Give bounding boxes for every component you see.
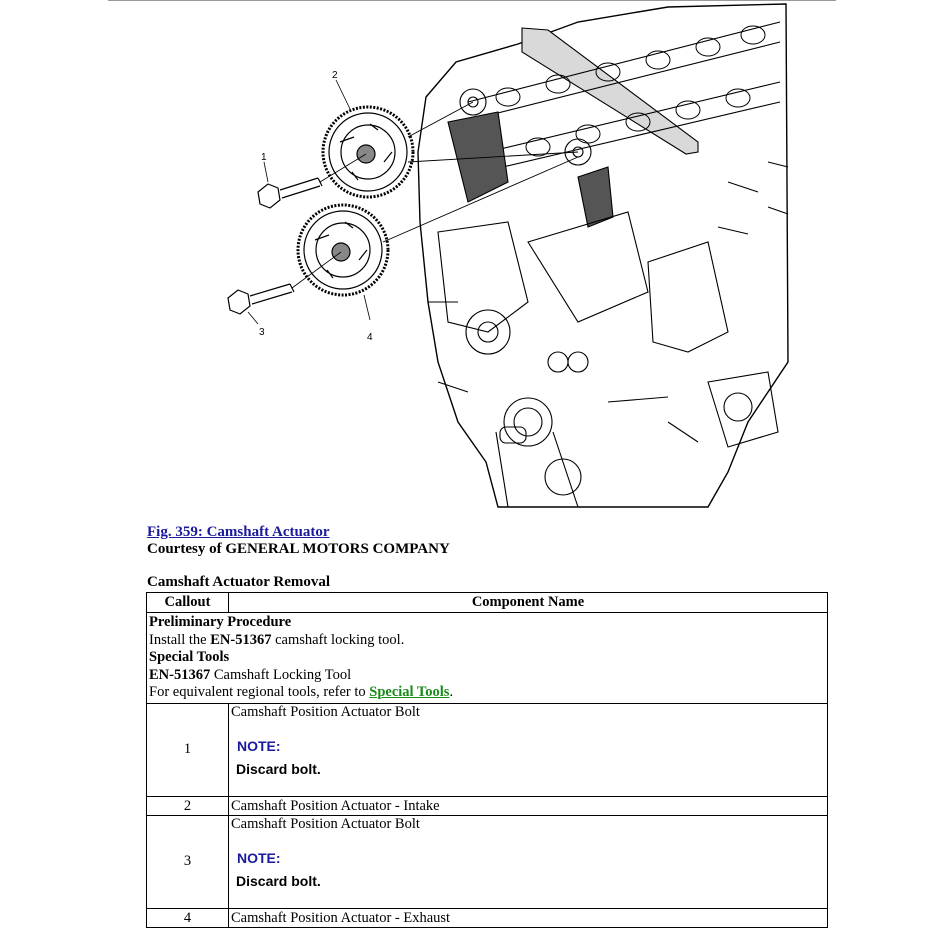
tool-code: EN-51367 — [149, 666, 211, 683]
note-text: Discard bolt. — [236, 760, 321, 777]
install-prefix: Install the — [149, 631, 211, 648]
callout-cell: 1 — [146, 702, 229, 797]
camshaft-actuator-illustration: 2 1 3 4 — [227, 3, 789, 508]
figure-caption-link[interactable]: Fig. 359: Camshaft Actuator — [147, 524, 330, 540]
callout-label-2: 2 — [332, 70, 338, 81]
figure-caption: Fig. 359: Camshaft Actuator — [147, 524, 329, 541]
equiv-prefix: For equivalent regional tools, refer to — [149, 684, 370, 700]
tool-name: Camshaft Locking Tool — [210, 666, 352, 683]
page-top-rule — [108, 0, 836, 1]
callout-cell: 4 — [146, 907, 229, 928]
equivalent-tools-line: For equivalent regional tools, refer to … — [149, 684, 825, 702]
callout-label-1: 1 — [261, 152, 267, 163]
table-row: 3 Camshaft Position Actuator Bolt NOTE: … — [146, 814, 828, 909]
figure-courtesy: Courtesy of GENERAL MOTORS COMPANY — [147, 541, 450, 557]
preliminary-row: Preliminary Procedure Install the EN-513… — [146, 612, 828, 704]
tool-line: EN-51367 Camshaft Locking Tool — [149, 667, 825, 685]
note-label: NOTE: — [237, 849, 281, 866]
procedure-table: Callout Component Name Preliminary Proce… — [146, 592, 828, 928]
table-row: 1 Camshaft Position Actuator Bolt NOTE: … — [146, 702, 828, 797]
special-tools-link[interactable]: Special Tools — [369, 684, 450, 700]
component-name: Camshaft Position Actuator Bolt — [231, 815, 420, 832]
preliminary-cell: Preliminary Procedure Install the EN-513… — [146, 612, 828, 704]
section-title: Camshaft Actuator Removal — [147, 574, 331, 590]
component-name: Camshaft Position Actuator Bolt — [231, 703, 420, 720]
install-tool: EN-51367 — [210, 631, 272, 648]
note-text: Discard bolt. — [236, 872, 321, 889]
callout-label-3: 3 — [259, 327, 265, 338]
header-callout: Callout — [146, 592, 229, 613]
component-name: Camshaft Position Actuator - Intake — [228, 795, 828, 816]
callout-cell: 2 — [146, 795, 229, 816]
equiv-suffix: . — [449, 684, 454, 700]
preliminary-heading: Preliminary Procedure — [149, 614, 292, 630]
special-tools-heading: Special Tools — [149, 649, 230, 665]
callout-cell: 3 — [146, 814, 229, 909]
callout-label-4: 4 — [367, 332, 373, 343]
table-row: 2 Camshaft Position Actuator - Intake — [146, 795, 828, 816]
install-line: Install the EN-51367 camshaft locking to… — [149, 632, 825, 650]
install-suffix: camshaft locking tool. — [271, 631, 405, 648]
component-cell: Camshaft Position Actuator Bolt NOTE: Di… — [228, 702, 828, 797]
note-label: NOTE: — [237, 737, 281, 754]
component-cell: Camshaft Position Actuator Bolt NOTE: Di… — [228, 814, 828, 909]
header-component-name: Component Name — [228, 592, 828, 613]
table-row: 4 Camshaft Position Actuator - Exhaust — [146, 907, 828, 928]
component-name: Camshaft Position Actuator - Exhaust — [228, 907, 828, 928]
table-header-row: Callout Component Name — [146, 592, 828, 613]
